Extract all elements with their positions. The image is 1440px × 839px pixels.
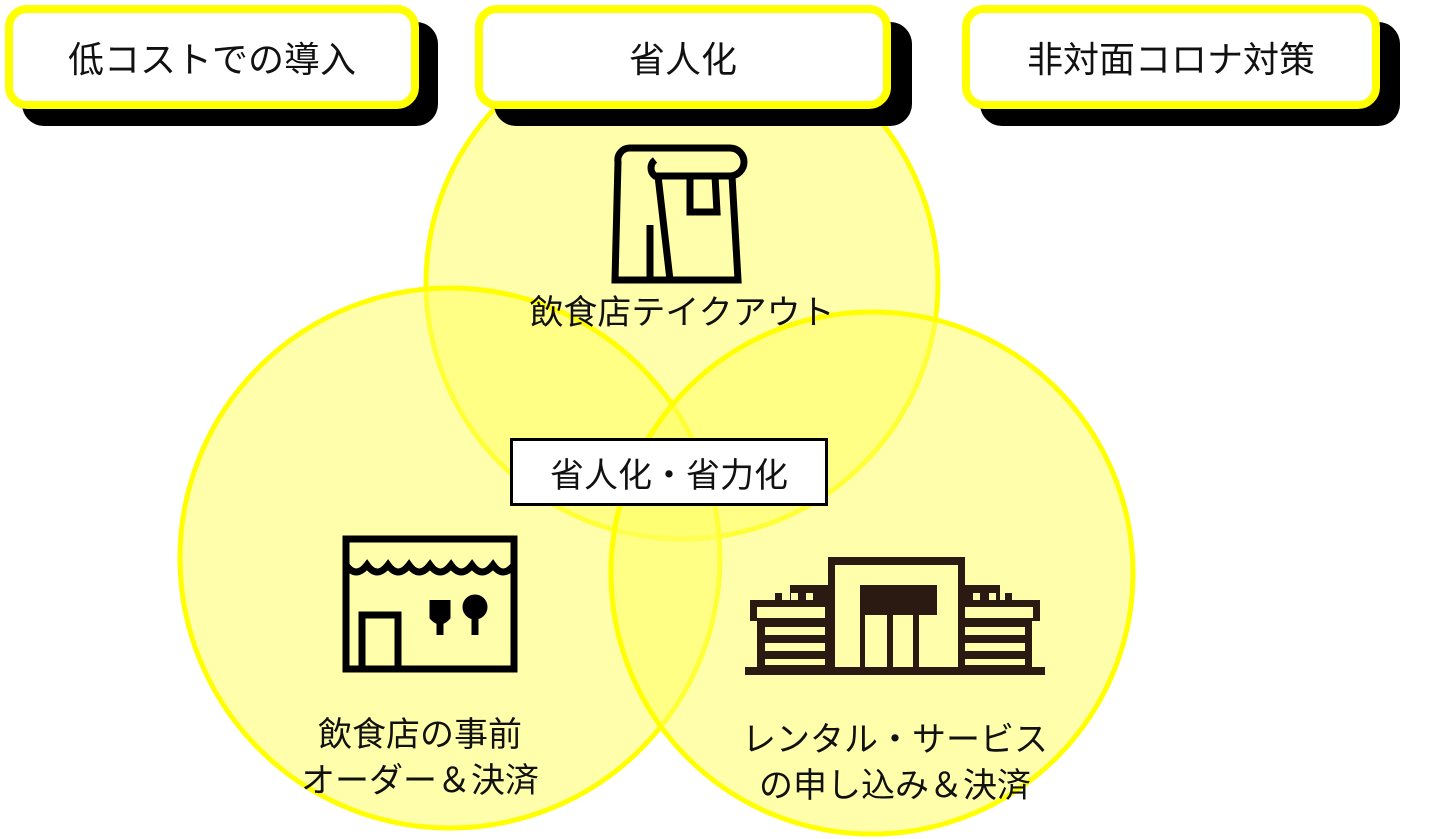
- center-label: 省人化・省力化: [550, 455, 788, 496]
- label-line: オーダー＆決済: [301, 761, 539, 801]
- tag-label: 低コストでの導入: [67, 40, 356, 81]
- mall-sign-text: MALL: [876, 596, 920, 617]
- center-label-box: 省人化・省力化: [510, 438, 828, 506]
- tag-label: 非対面コロナ対策: [1026, 40, 1315, 81]
- tag-contactless: 非対面コロナ対策: [962, 5, 1380, 109]
- label-line: レンタル・サービス: [742, 720, 1048, 760]
- tag-label: 省人化: [628, 40, 737, 81]
- tag-low-cost: 低コストでの導入: [5, 5, 419, 109]
- restaurant-storefront-icon: [342, 535, 518, 673]
- label-rental: レンタル・サービス の申し込み＆決済: [700, 717, 1090, 809]
- takeout-bag-icon: [611, 144, 748, 284]
- label-line: の申し込み＆決済: [759, 766, 1031, 806]
- label-text: 飲食店テイクアウト: [529, 293, 835, 333]
- label-takeout: 飲食店テイクアウト: [482, 290, 882, 336]
- tag-labor-saving: 省人化: [475, 5, 891, 109]
- label-line: 飲食店の事前: [318, 715, 522, 755]
- shopping-mall-icon: MALL: [745, 557, 1045, 675]
- label-pre-order: 飲食店の事前 オーダー＆決済: [230, 712, 610, 804]
